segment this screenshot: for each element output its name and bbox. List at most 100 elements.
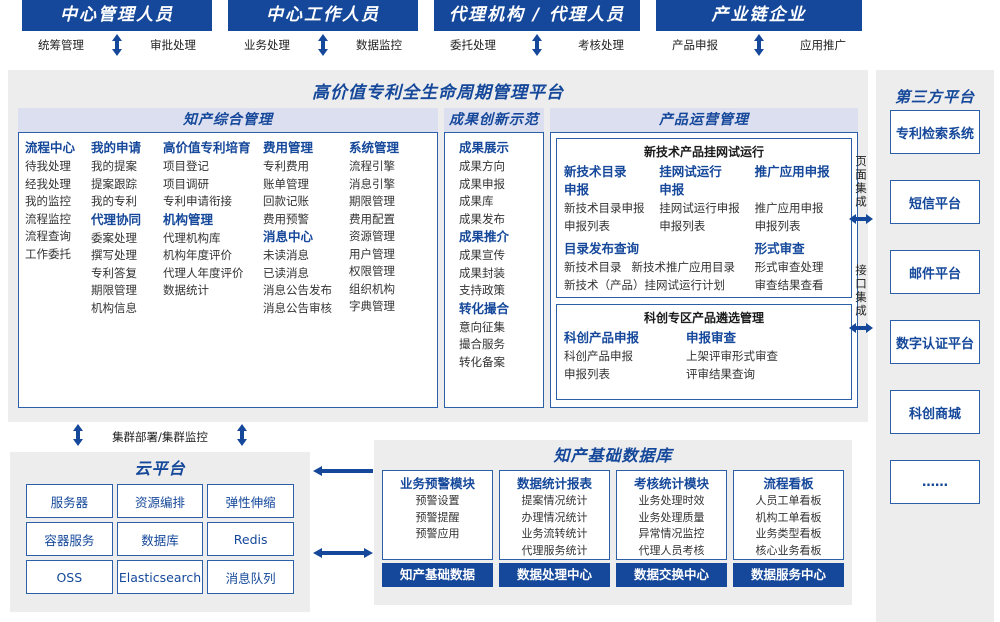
cloud-cell-database[interactable]: 数据库 <box>116 522 204 556</box>
menu-header[interactable]: 推广应用申报 <box>754 164 830 179</box>
kdb-item[interactable]: 预警应用 <box>415 527 460 540</box>
menu-item[interactable]: 上架评审形式审查 <box>686 349 778 363</box>
menu-item[interactable]: 流程查询 <box>25 229 71 243</box>
menu-item[interactable]: 转化备案 <box>459 354 505 369</box>
menu-item[interactable]: 经我处理 <box>25 176 71 191</box>
menu-item[interactable]: 组织机构 <box>349 281 395 296</box>
menu-item[interactable]: 撰写处理 <box>91 248 137 262</box>
menu-item[interactable]: 成果申报 <box>459 176 505 191</box>
kdb-header[interactable]: 考核统计模块 <box>633 476 709 491</box>
cloud-cell-autoscaling[interactable]: 弹性伸缩 <box>207 484 294 518</box>
menu-item[interactable]: 代理机构库 <box>163 230 221 245</box>
menu-item[interactable]: 成果库 <box>459 194 494 208</box>
kdb-item[interactable]: 核心业务看板 <box>755 543 822 557</box>
third-party-item-patent-search[interactable]: 专利检索系统 <box>890 110 980 154</box>
kdb-item[interactable]: 办理情况统计 <box>521 510 588 524</box>
menu-item[interactable]: 挂网试运行申报 <box>659 201 740 215</box>
menu-item[interactable]: 推广应用申报 <box>754 201 824 215</box>
menu-item[interactable]: 新技术（产品）挂网试运行计划 <box>564 277 725 292</box>
third-party-item-digital-cert[interactable]: 数字认证平台 <box>890 320 980 364</box>
third-party-item-sms[interactable]: 短信平台 <box>890 180 980 224</box>
kdb-footer[interactable]: 数据处理中心 <box>499 563 610 587</box>
menu-item[interactable]: 申报列表 <box>564 366 610 381</box>
actor-card[interactable]: 代理机构 / 代理人员 委托处理 考核处理 <box>434 0 640 59</box>
menu-item[interactable]: 回款记账 <box>263 194 309 208</box>
menu-item[interactable]: 数据统计 <box>163 283 209 297</box>
menu-item[interactable]: 代理人年度评价 <box>163 265 244 280</box>
menu-item[interactable]: 专利费用 <box>263 159 309 173</box>
third-party-item-sci-mall[interactable]: 科创商城 <box>890 390 980 434</box>
menu-item[interactable]: 权限管理 <box>349 264 395 278</box>
actor-card[interactable]: 中心工作人员 业务处理 数据监控 <box>228 0 418 59</box>
menu-header[interactable]: 消息中心 <box>263 229 314 244</box>
menu-item[interactable]: 专利申请衔接 <box>163 194 232 208</box>
menu-item[interactable]: 撮合服务 <box>459 337 505 351</box>
menu-item[interactable]: 项目调研 <box>163 176 209 191</box>
menu-item[interactable]: 委案处理 <box>91 230 137 245</box>
menu-item[interactable]: 专利答复 <box>91 265 137 280</box>
kdb-item[interactable]: 人员工单看板 <box>755 494 822 507</box>
menu-item[interactable]: 流程引擎 <box>349 159 395 173</box>
menu-item[interactable]: 消息引擎 <box>349 176 395 191</box>
kdb-header[interactable]: 业务预警模块 <box>399 476 475 491</box>
menu-item[interactable]: 评审结果查询 <box>686 366 755 381</box>
kdb-item[interactable]: 业务类型看板 <box>755 527 822 540</box>
menu-header[interactable]: 我的申请 <box>91 140 142 155</box>
kdb-item[interactable]: 机构工单看板 <box>755 510 822 524</box>
menu-item[interactable]: 机构年度评价 <box>163 248 232 262</box>
menu-item[interactable]: 审查结果查看 <box>754 277 824 292</box>
menu-item[interactable]: 申报列表 <box>564 218 610 233</box>
menu-item[interactable]: 项目登记 <box>163 159 209 173</box>
kdb-header[interactable]: 流程看板 <box>763 476 814 491</box>
menu-item[interactable]: 资源管理 <box>349 229 395 243</box>
cloud-cell-orchestration[interactable]: 资源编排 <box>116 484 204 518</box>
cloud-cell-container[interactable]: 容器服务 <box>26 522 113 556</box>
menu-item[interactable]: 费用预警 <box>263 211 309 226</box>
menu-item[interactable]: 期限管理 <box>349 194 395 208</box>
menu-item[interactable]: 我的专利 <box>91 194 137 208</box>
cloud-cell-elasticsearch[interactable]: Elasticsearch <box>116 560 204 594</box>
menu-header[interactable]: 形式审查 <box>754 241 805 256</box>
menu-header[interactable]: 流程中心 <box>25 140 76 155</box>
cloud-cell-server[interactable]: 服务器 <box>26 484 113 518</box>
menu-item[interactable]: 支持政策 <box>459 283 505 297</box>
menu-item[interactable]: 字典管理 <box>349 299 395 313</box>
menu-item[interactable]: 申报列表 <box>659 218 706 233</box>
menu-header[interactable]: 机构管理 <box>163 211 214 227</box>
menu-item[interactable]: 用户管理 <box>349 246 395 261</box>
actor-card[interactable]: 产业链企业 产品申报 应用推广 <box>656 0 862 59</box>
kdb-item[interactable]: 业务流转统计 <box>521 527 588 540</box>
menu-item[interactable]: 新技术目录申报 <box>564 201 645 215</box>
menu-header[interactable]: 代理协同 <box>91 211 142 227</box>
menu-item[interactable]: 成果方向 <box>459 159 505 173</box>
menu-item[interactable]: 新技术推广应用目录 <box>631 260 736 274</box>
menu-item[interactable]: 成果宣传 <box>459 248 505 262</box>
kdb-footer[interactable]: 数据服务中心 <box>733 563 844 587</box>
menu-item[interactable]: 我的监控 <box>25 194 71 208</box>
kdb-item[interactable]: 提案情况统计 <box>521 494 588 507</box>
menu-header[interactable]: 申报审查 <box>686 330 737 345</box>
menu-item[interactable]: 期限管理 <box>91 283 137 297</box>
menu-item[interactable]: 工作委托 <box>25 246 71 261</box>
menu-item[interactable]: 我的提案 <box>91 159 137 173</box>
menu-item[interactable]: 意向征集 <box>459 319 505 334</box>
menu-header[interactable]: 高价值专利培育 <box>163 140 251 155</box>
menu-item[interactable]: 消息公告发布 <box>263 283 332 297</box>
menu-item[interactable]: 提案跟踪 <box>91 176 137 191</box>
third-party-item-more[interactable]: …… <box>890 460 980 504</box>
kdb-item[interactable]: 代理服务统计 <box>521 543 588 557</box>
menu-item[interactable]: 已读消息 <box>263 265 309 280</box>
menu-item[interactable]: 流程监控 <box>25 211 71 226</box>
menu-item[interactable]: 科创产品申报 <box>564 349 633 363</box>
menu-header[interactable]: 挂网试运行申报 <box>659 164 722 197</box>
menu-item[interactable]: 申报列表 <box>754 218 801 233</box>
menu-item[interactable]: 成果封装 <box>459 265 505 280</box>
menu-item[interactable]: 新技术目录 <box>564 260 622 274</box>
kdb-header[interactable]: 数据统计报表 <box>516 476 592 491</box>
kdb-footer[interactable]: 数据交换中心 <box>616 563 727 587</box>
cloud-cell-oss[interactable]: OSS <box>26 560 113 594</box>
cloud-cell-mq[interactable]: 消息队列 <box>207 560 294 594</box>
menu-header[interactable]: 系统管理 <box>349 140 400 155</box>
menu-header[interactable]: 费用管理 <box>263 140 314 155</box>
menu-header[interactable]: 新技术目录申报 <box>564 164 627 197</box>
